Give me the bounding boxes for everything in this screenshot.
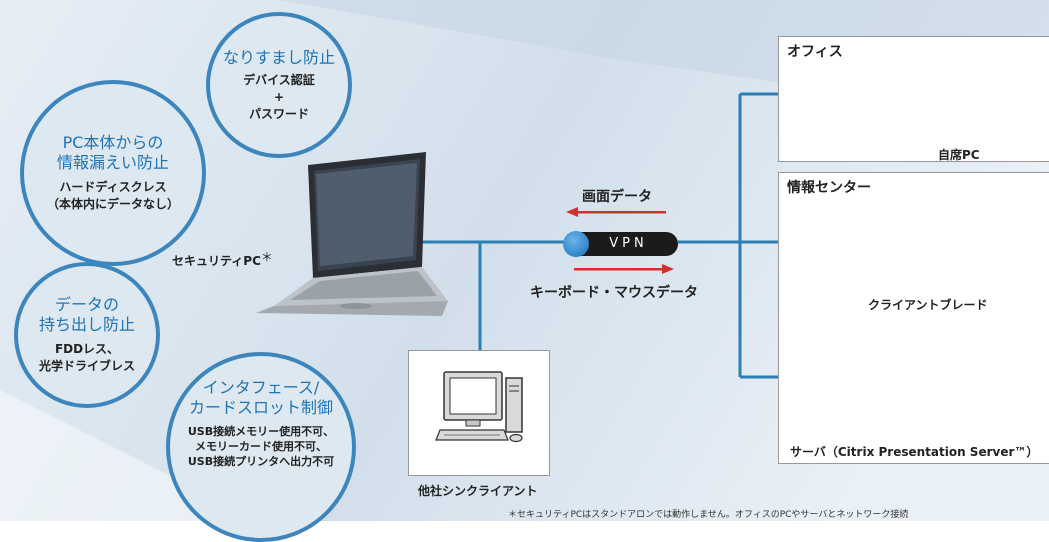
leak-title-1: PC本体からの: [62, 133, 164, 152]
info-center-box: 情報センター: [778, 172, 1049, 464]
spoofing-prevention-circle: なりすまし防止 デバイス認証 + パスワード: [206, 12, 352, 158]
interface-title-2: カードスロット制御: [188, 398, 333, 417]
server-label: サーバ（Citrix Presentation Server™）: [790, 445, 1039, 459]
security-pc-asterisk: ＊: [260, 250, 273, 264]
spoofing-line-1: デバイス認証: [243, 72, 315, 87]
interface-line-2: メモリーカード使用不可、: [195, 440, 327, 453]
thin-client-box: [408, 350, 550, 476]
interface-control-circle: インタフェース/ カードスロット制御 USB接続メモリー使用不可、 メモリーカー…: [166, 352, 356, 542]
leak-title-2: 情報漏えい防止: [56, 153, 169, 172]
export-line-1: FDDレス、: [54, 342, 120, 356]
vpn-badge: VPN: [563, 231, 678, 257]
interface-line-1: USB接続メモリー使用不可、: [187, 425, 335, 438]
spoofing-title: なりすまし防止: [222, 47, 335, 67]
leak-line-2: （本体内にデータなし）: [46, 197, 179, 211]
arrow-input-data: [574, 264, 674, 274]
vpn-dot-icon: [563, 231, 589, 257]
office-box: オフィス: [778, 36, 1049, 162]
spoofing-line-2: +: [273, 89, 285, 104]
export-prevention-circle: データの 持ち出し防止 FDDレス、 光学ドライブレス: [14, 262, 160, 408]
spoofing-line-3: パスワード: [248, 106, 309, 121]
office-title: オフィス: [787, 44, 843, 60]
leak-line-1: ハードディスクレス: [59, 180, 167, 194]
input-data-label: キーボード・マウスデータ: [530, 285, 698, 301]
export-title-1: データの: [54, 295, 119, 314]
thin-client-label: 他社シンクライアント: [418, 484, 538, 498]
interface-title-1: インタフェース/: [202, 378, 320, 397]
screen-data-label: 画面データ: [582, 189, 652, 205]
info-center-title: 情報センター: [787, 180, 871, 196]
office-pc-label: 自席PC: [938, 148, 980, 162]
interface-line-3: USB接続プリンタへ出力不可: [187, 455, 335, 468]
leak-prevention-circle: PC本体からの 情報漏えい防止 ハードディスクレス （本体内にデータなし）: [20, 80, 206, 266]
security-pc-label: セキュリティPC＊: [172, 248, 273, 269]
vpn-label: VPN: [609, 236, 648, 251]
footnote: ＊セキュリティPCはスタンドアロンでは動作しません。オフィスのPCやサーバとネッ…: [508, 510, 909, 520]
client-blade-label: クライアントブレード: [868, 298, 988, 312]
export-title-2: 持ち出し防止: [38, 315, 135, 334]
security-pc-text: セキュリティPC: [172, 254, 261, 268]
arrow-screen-data: [566, 207, 666, 217]
security-pc-laptop-icon: [256, 152, 448, 316]
export-line-2: 光学ドライブレス: [38, 359, 135, 373]
